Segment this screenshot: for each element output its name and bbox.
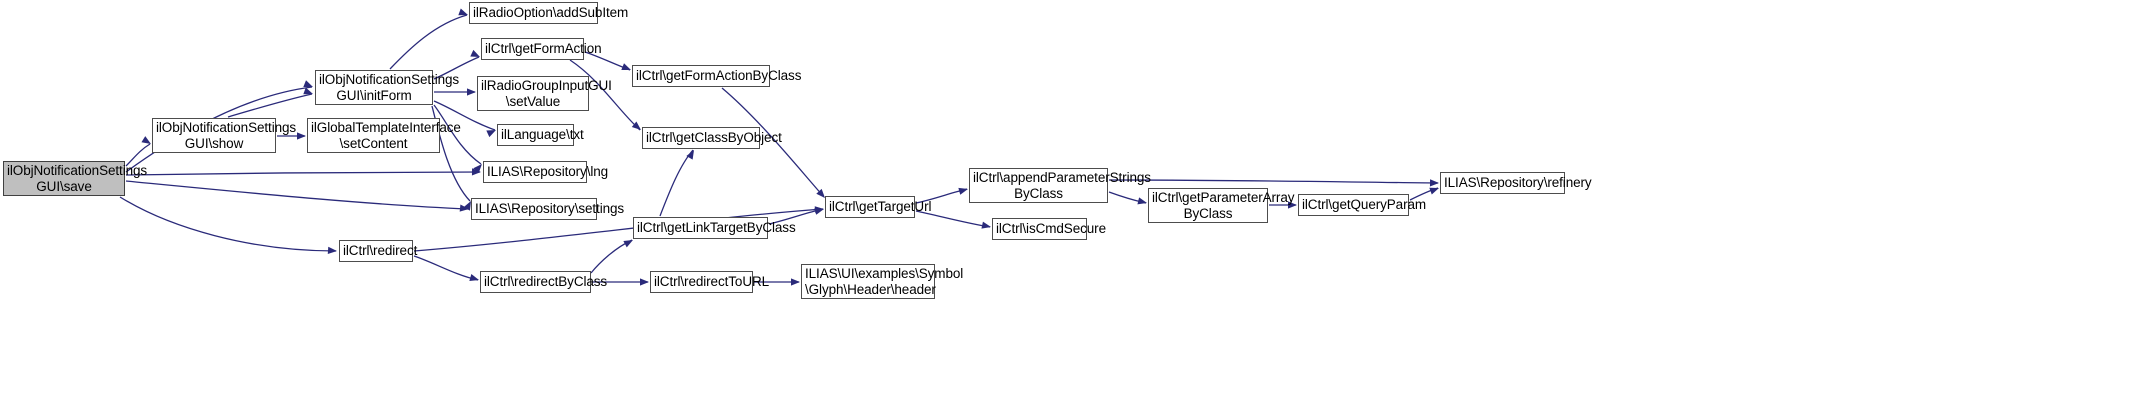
graph-edge-arrowhead — [486, 130, 496, 138]
graph-node-label: ilRadioGroupInputGUI \setValue — [481, 78, 612, 109]
graph-edge-arrowhead — [458, 8, 468, 16]
graph-node-isCmdSecure[interactable]: ilCtrl\isCmdSecure — [992, 218, 1106, 240]
graph-edge-arrowhead — [621, 63, 631, 70]
graph-edge-show-to-initForm — [227, 93, 313, 118]
graph-edge-arrowhead — [303, 87, 313, 95]
graph-edge-arrowhead — [640, 278, 649, 286]
graph-node-label: ILIAS\Repository\lng — [487, 164, 609, 180]
graph-node-repoSettings[interactable]: ILIAS\Repository\settings — [471, 198, 625, 220]
graph-node-label: ILIAS\Repository\refinery — [1444, 175, 1592, 191]
graph-edge-arrowhead — [297, 132, 306, 140]
graph-edge-arrowhead — [459, 204, 469, 212]
graph-node-label: ilCtrl\redirectToURL — [654, 274, 770, 290]
graph-edge-save-to-redirect — [119, 196, 337, 252]
graph-node-label: ILIAS\UI\examples\Symbol \Glyph\Header\h… — [805, 266, 964, 297]
graph-node-getFormAction[interactable]: ilCtrl\getFormAction — [481, 38, 602, 60]
graph-node-glyphHeader[interactable]: ILIAS\UI\examples\Symbol \Glyph\Header\h… — [801, 264, 964, 299]
graph-edge-appendParam-to-paramArray — [1108, 191, 1147, 204]
graph-node-lngTxt[interactable]: ilLanguage\txt — [497, 124, 584, 146]
graph-node-show[interactable]: ilObjNotificationSettings GUI\show — [152, 118, 297, 153]
graph-edge-arrowhead — [814, 206, 824, 214]
graph-node-repoLng[interactable]: ILIAS\Repository\lng — [483, 161, 609, 183]
graph-node-initForm[interactable]: ilObjNotificationSettings GUI\initForm — [315, 70, 460, 105]
graph-edge-arrowhead — [1429, 179, 1439, 187]
graph-node-redirectToURL[interactable]: ilCtrl\redirectToURL — [650, 271, 770, 293]
graph-node-formActionByCls[interactable]: ilCtrl\getFormActionByClass — [632, 65, 802, 87]
graph-node-label: ilObjNotificationSettings GUI\save — [7, 163, 148, 194]
graph-node-label: ilCtrl\redirectByClass — [484, 274, 608, 290]
graph-node-label: ilCtrl\getFormActionByClass — [636, 68, 802, 84]
graph-node-save[interactable]: ilObjNotificationSettings GUI\save — [3, 161, 148, 196]
graph-edge-arrowhead — [958, 187, 968, 195]
graph-edge-arrowhead — [471, 168, 481, 176]
graph-node-label: ilLanguage\txt — [501, 127, 584, 143]
graph-edge-arrowhead — [686, 150, 694, 160]
graph-edge-arrowhead — [470, 49, 480, 57]
graph-node-setContent[interactable]: ilGlobalTemplateInterface \setContent — [307, 118, 461, 153]
graph-node-label: ilCtrl\getFormAction — [485, 41, 602, 57]
graph-node-setValue[interactable]: ilRadioGroupInputGUI \setValue — [477, 76, 612, 111]
graph-edge-arrowhead — [814, 207, 824, 215]
graph-edge-save-to-repoSettings — [125, 180, 469, 210]
graph-node-refinery[interactable]: ILIAS\Repository\refinery — [1440, 172, 1592, 194]
graph-edge-arrowhead — [981, 221, 991, 229]
graph-edge-arrowhead — [791, 278, 800, 286]
graph-edge-save-to-repoLng — [125, 171, 481, 176]
graph-node-redirectByClass[interactable]: ilCtrl\redirectByClass — [480, 271, 608, 293]
graph-node-paramArrayByCls[interactable]: ilCtrl\getParameterArray ByClass — [1148, 188, 1295, 223]
graph-edge-redirect-to-redirectByCls — [413, 255, 479, 281]
graph-edge-arrowhead — [469, 274, 479, 281]
graph-node-linkTargetByCls[interactable]: ilCtrl\getLinkTargetByClass — [633, 217, 796, 239]
graph-node-redirect[interactable]: ilCtrl\redirect — [339, 240, 418, 262]
graph-node-classByObject[interactable]: ilCtrl\getClassByObject — [642, 127, 782, 149]
graph-edge-initForm-to-addSubItem — [389, 14, 468, 70]
graph-node-label: ilCtrl\appendParameterStrings ByClass — [973, 170, 1151, 201]
graph-node-label: ilCtrl\getParameterArray ByClass — [1152, 190, 1295, 221]
graph-node-label: ilCtrl\getLinkTargetByClass — [637, 220, 796, 236]
graph-node-label: ilCtrl\getTargetUrl — [829, 199, 932, 215]
graph-node-label: ilCtrl\getClassByObject — [646, 130, 782, 146]
graph-node-appendParamStr[interactable]: ilCtrl\appendParameterStrings ByClass — [969, 168, 1151, 203]
graph-edge-appendParam-to-refinery — [1108, 179, 1439, 184]
graph-node-label: ilCtrl\redirect — [343, 243, 418, 259]
graph-node-label: ilCtrl\getQueryParam — [1302, 197, 1427, 213]
graph-edge-arrowhead — [1429, 187, 1439, 195]
graph-node-label: ilObjNotificationSettings GUI\show — [156, 120, 297, 151]
graph-edge-arrowhead — [303, 80, 313, 87]
graph-edge-linkTarget-to-classByObject — [659, 149, 694, 217]
graph-node-label: ilRadioOption\addSubItem — [473, 5, 629, 21]
graph-edge-arrowhead — [1137, 197, 1147, 205]
graph-node-addSubItem[interactable]: ilRadioOption\addSubItem — [469, 2, 629, 24]
graph-node-getQueryParam[interactable]: ilCtrl\getQueryParam — [1298, 194, 1427, 216]
graph-node-label: ILIAS\Repository\settings — [475, 201, 625, 217]
graph-node-getTargetUrl[interactable]: ilCtrl\getTargetUrl — [825, 196, 932, 218]
graph-node-label: ilCtrl\isCmdSecure — [996, 221, 1106, 237]
graph-edge-arrowhead — [467, 88, 476, 96]
graph-edge-arrowhead — [327, 246, 337, 254]
graph-node-label: ilObjNotificationSettings GUI\initForm — [319, 72, 460, 103]
graph-edge-redirectByCls-to-linkTarget — [590, 239, 633, 274]
graph-node-label: ilGlobalTemplateInterface \setContent — [311, 120, 461, 151]
